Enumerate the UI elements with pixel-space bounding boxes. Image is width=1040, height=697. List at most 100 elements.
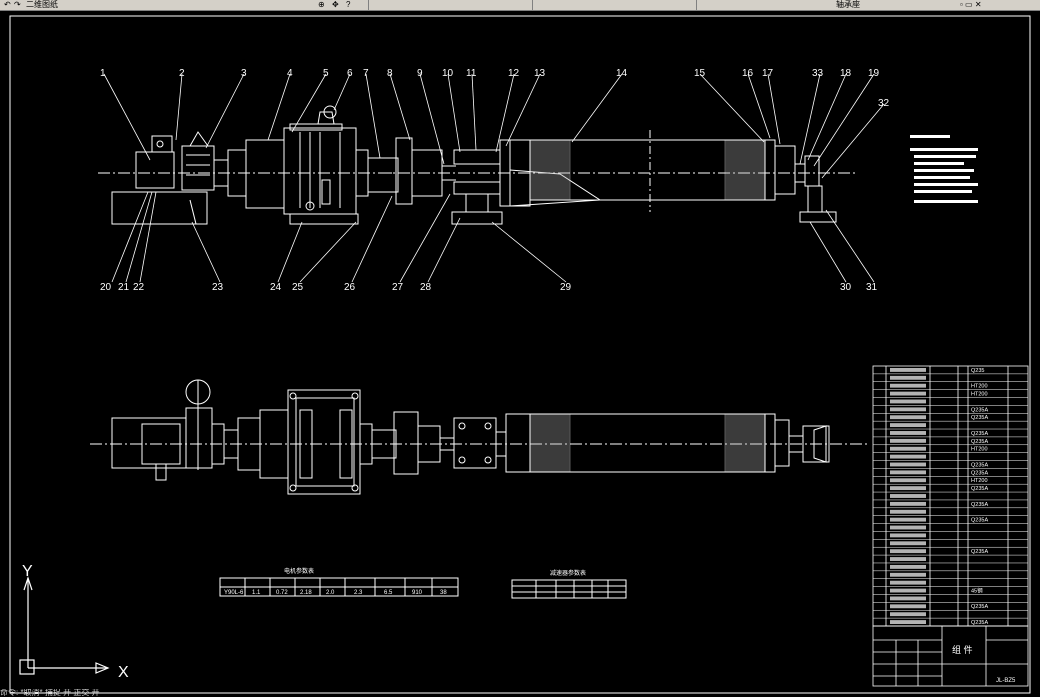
- bom-part-code: [890, 478, 926, 483]
- technical-notes: [910, 135, 978, 203]
- bom-part-code: [890, 604, 926, 609]
- motor-cell: 6.5: [384, 590, 393, 596]
- bom-part-code: [890, 399, 926, 404]
- callout-19: 19: [868, 68, 880, 79]
- callout-15: 15: [694, 68, 706, 79]
- bom-material: Q235A: [971, 502, 988, 508]
- callout-5: 5: [323, 68, 329, 79]
- toolbar-separator: [696, 0, 697, 10]
- toolbar-separator: [368, 0, 369, 10]
- bom-material: HT200: [971, 392, 988, 398]
- callout-16: 16: [742, 68, 754, 79]
- callout-31: 31: [866, 282, 878, 293]
- motor-cell: 1.1: [252, 590, 261, 596]
- bom-material: Q235A: [971, 549, 988, 555]
- motor-cell: 2.18: [300, 590, 312, 596]
- motor-cell: Y90L-6: [224, 590, 244, 596]
- callout-28: 28: [420, 282, 432, 293]
- bom-material: Q235A: [971, 415, 988, 421]
- motor-cell: 0.72: [276, 590, 288, 596]
- callout-12: 12: [508, 68, 520, 79]
- callout-6: 6: [347, 68, 353, 79]
- bom-part-code: [890, 462, 926, 467]
- undo-icon[interactable]: ↶: [4, 0, 11, 9]
- drawing-canvas[interactable]: [0, 11, 1040, 697]
- bom-part-code: [890, 620, 926, 624]
- bom-part-code: [890, 509, 926, 514]
- help-icon[interactable]: ?: [346, 0, 351, 9]
- callout-23: 23: [212, 282, 224, 293]
- bom-material: Q235A: [971, 462, 988, 468]
- callout-21: 21: [118, 282, 130, 293]
- application-toolbar: ↶ ↷ 二维图纸 ⊕ ✥ ? 轴承座 ▫ ▭ ✕: [0, 0, 1040, 11]
- motor-cell: 2.3: [354, 590, 363, 596]
- callout-32: 32: [878, 98, 890, 109]
- motor-cell: 38: [440, 590, 447, 596]
- bom-part-code: [890, 407, 926, 412]
- motor-cell: 2.0: [326, 590, 335, 596]
- title-block: [872, 625, 1029, 687]
- bom-part-code: [890, 557, 926, 561]
- zoom-icon[interactable]: ⊕: [318, 0, 325, 9]
- bom-part-code: [890, 470, 926, 475]
- bom-part-code: [890, 533, 926, 538]
- callout-7: 7: [363, 68, 369, 79]
- bom-material: HT200: [971, 384, 988, 390]
- window-controls[interactable]: ▫ ▭ ✕: [960, 0, 982, 9]
- ucs-axis-icon: [19, 576, 110, 675]
- bom-material: Q235A: [971, 439, 988, 445]
- lineweight-field[interactable]: 轴承座: [836, 0, 860, 9]
- callout-9: 9: [417, 68, 423, 79]
- bom-part-code: [890, 501, 926, 506]
- reducer-parameter-table: 减速器参数表: [511, 569, 627, 599]
- callout-27: 27: [392, 282, 404, 293]
- callout-17: 17: [762, 68, 774, 79]
- axis-y-label: Y: [22, 563, 33, 580]
- bom-part-code: [890, 446, 926, 451]
- bom-part-code: [890, 596, 926, 601]
- bom-part-code: [890, 391, 926, 396]
- bom-material: Q235A: [971, 470, 988, 476]
- bom-part-code: [890, 494, 926, 498]
- bom-part-code: [890, 588, 926, 593]
- callout-13: 13: [534, 68, 546, 79]
- bom-material: Q235: [971, 368, 984, 374]
- plan-view: [90, 379, 870, 495]
- redo-icon[interactable]: ↷: [14, 0, 21, 9]
- bom-part-code: [890, 383, 926, 388]
- motor-cell: 910: [412, 590, 423, 596]
- bom-part-code: [890, 415, 926, 420]
- axis-x-label: X: [118, 664, 129, 681]
- bom-part-code: [890, 541, 926, 546]
- callout-24: 24: [270, 282, 282, 293]
- callout-33: 33: [812, 68, 824, 79]
- pan-icon[interactable]: ✥: [332, 0, 339, 9]
- bom-material: Q235A: [971, 604, 988, 610]
- bill-of-materials: [872, 365, 1029, 627]
- callout-3: 3: [241, 68, 247, 79]
- bom-part-code: [890, 572, 926, 577]
- callout-29: 29: [560, 282, 572, 293]
- bom-material: Q235A: [971, 518, 988, 524]
- callout-4: 4: [287, 68, 293, 79]
- callout-14: 14: [616, 68, 628, 79]
- command-line[interactable]: 命令: *取消* 捕捉 开 正交 开: [0, 689, 100, 697]
- reducer-table-title: 减速器参数表: [550, 569, 586, 577]
- bom-part-code: [890, 454, 926, 459]
- callout-22: 22: [133, 282, 145, 293]
- callout-25: 25: [292, 282, 304, 293]
- bom-rows: Q235HT200HT200Q235AQ235AQ235AQ235AHT200Q…: [873, 368, 1028, 627]
- callout-1: 1: [100, 68, 106, 79]
- bom-part-code: [890, 580, 926, 585]
- callout-8: 8: [387, 68, 393, 79]
- motor-table-title: 电机参数表: [284, 567, 314, 575]
- callout-20: 20: [100, 282, 112, 293]
- bom-part-code: [890, 549, 926, 554]
- callout-18: 18: [840, 68, 852, 79]
- bom-part-code: [890, 438, 926, 443]
- callout-2: 2: [179, 68, 185, 79]
- callout-10: 10: [442, 68, 454, 79]
- callouts-top: 1 2 3 4 5 6 7 8 9 10 11 12 13 14 15 16 1…: [100, 68, 890, 109]
- leader-lines: [103, 73, 885, 283]
